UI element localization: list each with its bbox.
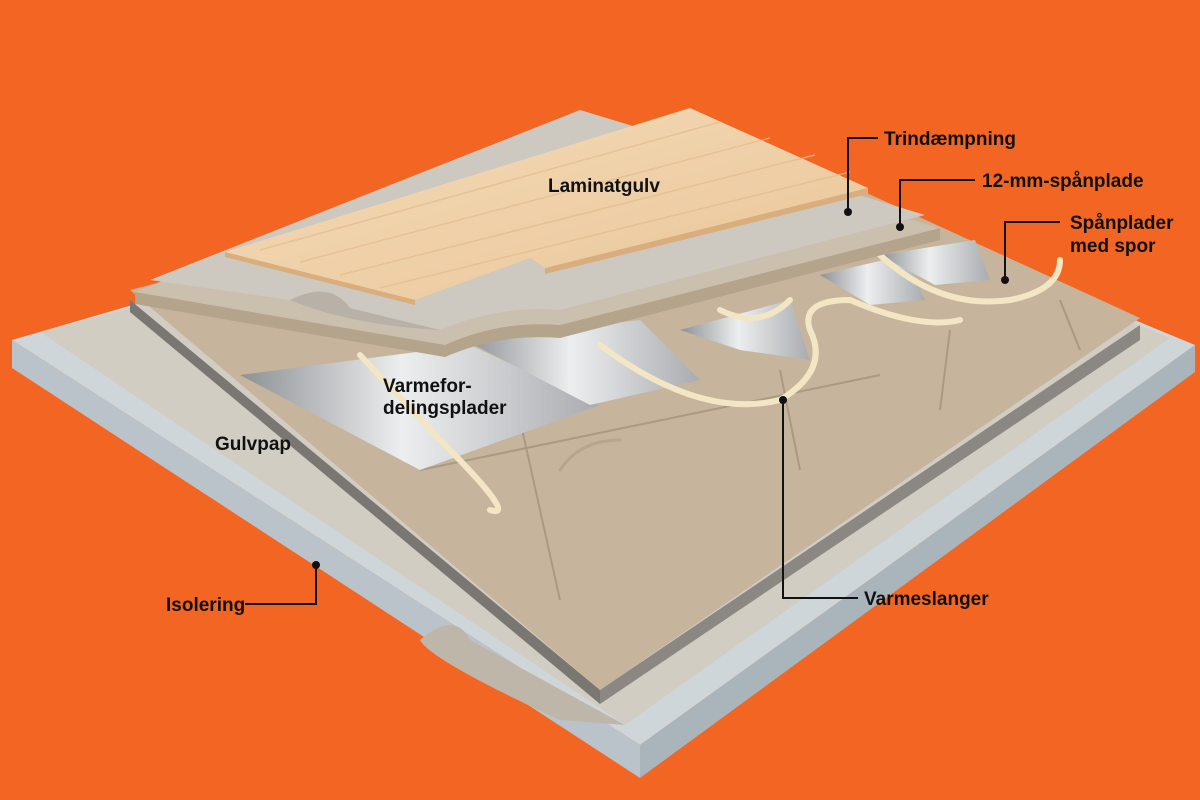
heating-pipes xyxy=(357,252,1063,515)
label-chipboard-12mm: 12-mm-spånplade xyxy=(982,171,1144,192)
label-heating-pipes: Varmeslanger xyxy=(864,589,989,610)
label-laminate: Laminatgulv xyxy=(548,176,660,197)
label-impact-sound: Trindæmpning xyxy=(884,129,1016,150)
label-distribution-plates-2: delingsplader xyxy=(383,398,507,419)
impact-sound-curl xyxy=(290,291,440,330)
label-insulation: Isolering xyxy=(166,595,245,616)
leader-lines xyxy=(245,137,1060,605)
laminate-layer xyxy=(225,108,868,305)
label-distribution-plates-1: Varmefor- xyxy=(383,376,472,397)
label-floor-paper: Gulvpap xyxy=(215,434,291,455)
floor-paper-curl xyxy=(420,625,625,725)
label-grooved-chipboard-1: Spånplader xyxy=(1070,213,1174,234)
label-grooved-chipboard-2: med spor xyxy=(1070,236,1156,257)
distribution-plates xyxy=(240,240,990,470)
